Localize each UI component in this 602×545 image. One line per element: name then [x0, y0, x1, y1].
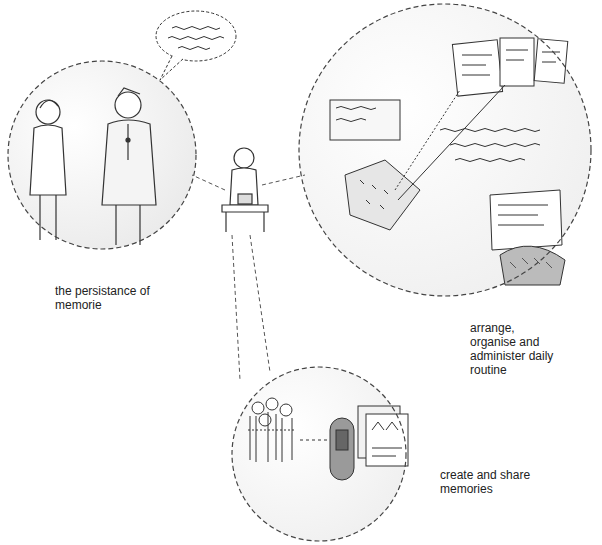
dashed-circle	[222, 362, 552, 542]
routine-circle: arrange, organise and administer daily r…	[298, 3, 598, 413]
circle-label: arrange, organise and administer daily r…	[470, 321, 556, 377]
circle-label: the persistance of memorie	[55, 284, 165, 312]
dashed-circle	[5, 58, 205, 313]
memory-circle: the persistance of memorie	[5, 58, 205, 313]
circle-label: create and share memories	[440, 468, 552, 496]
sharing-circle: create and share memories	[222, 362, 552, 542]
